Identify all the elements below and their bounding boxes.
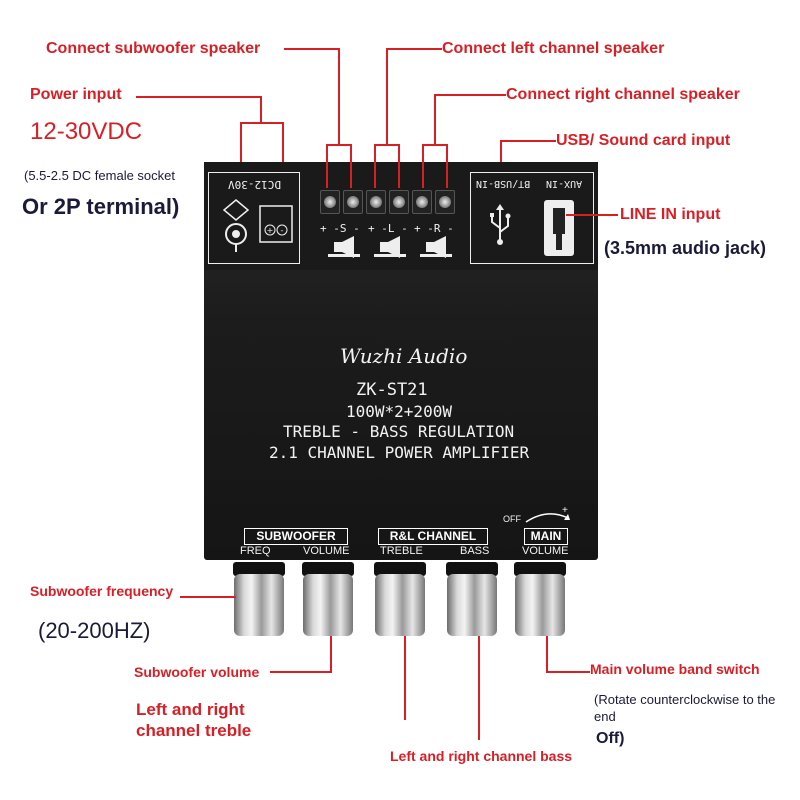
callout-audio-jack: (3.5mm audio jack)	[604, 238, 767, 258]
brand-name: Wuzhi Audio	[340, 344, 468, 368]
line-subfreq-h	[180, 596, 236, 598]
callout-lr-treble-2: channel treble	[136, 721, 252, 740]
knob-label-treble: TREBLE	[380, 545, 423, 557]
line-power-bracket	[240, 122, 284, 124]
right-terminal-label: + -R -	[414, 222, 454, 235]
usb-icon	[490, 204, 511, 245]
callout-line-in: LINE IN input	[620, 206, 721, 223]
connector-strip	[204, 162, 598, 270]
knob-freq[interactable]	[234, 574, 284, 636]
rotation-arrow-icon	[525, 513, 570, 523]
knob-label-bass: BASS	[460, 545, 490, 557]
line-right-bracket	[422, 144, 448, 146]
callout-socket-note: (5.5-2.5 DC female socket	[24, 168, 176, 183]
line-power-v	[260, 96, 262, 122]
off-mark: OFF	[503, 514, 521, 524]
knob-sub-volume-base	[302, 562, 354, 576]
knob-bass[interactable]	[447, 574, 497, 636]
line-linein-h	[566, 214, 618, 216]
line-usb-v	[500, 140, 502, 162]
callout-terminal-note: Or 2P terminal)	[22, 194, 180, 219]
power-label: DC12-30V	[228, 178, 281, 191]
line-left-h	[386, 48, 442, 50]
knob-label-freq: FREQ	[240, 545, 271, 557]
terminal-2p-icon: + -	[259, 205, 293, 243]
line-sub-bracket	[326, 144, 352, 146]
svg-text:+: +	[267, 226, 274, 235]
callout-power-input: Power input	[30, 86, 122, 103]
line-sub-leg2	[350, 144, 352, 188]
power-section-frame	[208, 172, 300, 264]
knob-treble[interactable]	[375, 574, 425, 636]
callout-main-volume: Main volume band switch	[590, 661, 760, 677]
line-left-leg1	[374, 144, 376, 188]
line-sub-h	[284, 48, 338, 50]
line-right-leg1	[422, 144, 424, 188]
svg-text:-: -	[281, 226, 284, 235]
callout-connect-right: Connect right channel speaker	[506, 86, 740, 103]
left-terminal-plus[interactable]	[366, 190, 386, 214]
aux-label: AUX-IN	[546, 178, 583, 189]
line-power-leg1	[240, 122, 242, 162]
model-number: ZK-ST21	[356, 380, 428, 400]
callout-sub-volume: Subwoofer volume	[134, 664, 260, 680]
knob-main-volume-base	[514, 562, 566, 576]
input-section-frame	[470, 172, 594, 264]
knob-label-sub-volume: VOLUME	[303, 545, 350, 557]
left-terminal-label: + -L -	[368, 222, 408, 235]
main-group-label: MAIN	[524, 528, 568, 545]
rl-channel-group-label: R&L CHANNEL	[378, 528, 488, 545]
line-main-h	[546, 671, 590, 673]
callout-lr-bass: Left and right channel bass	[390, 748, 573, 764]
callout-connect-left: Connect left channel speaker	[442, 40, 665, 57]
audio-jack-icon	[544, 200, 574, 256]
feature-text: TREBLE - BASS REGULATION	[283, 422, 515, 441]
line-subvol-v	[330, 636, 332, 672]
line-main-v	[546, 636, 548, 672]
subwoofer-group-label: SUBWOOFER	[244, 528, 348, 545]
line-subvol-h	[270, 671, 332, 673]
line-left-bracket	[374, 144, 400, 146]
knob-main-volume[interactable]	[515, 574, 565, 636]
knob-freq-base	[233, 562, 285, 576]
amplifier-type: 2.1 CHANNEL POWER AMPLIFIER	[269, 443, 530, 462]
line-power-h	[136, 96, 260, 98]
line-right-v	[434, 94, 436, 144]
line-bass-v	[478, 636, 480, 740]
line-power-leg2	[282, 122, 284, 162]
sub-terminal-plus[interactable]	[320, 190, 340, 214]
callout-off-note: Off)	[596, 730, 625, 747]
plus-mark: +	[562, 505, 568, 516]
knob-bass-base	[446, 562, 498, 576]
line-usb-h	[500, 140, 556, 142]
line-left-leg2	[398, 144, 400, 188]
line-treble-v	[404, 636, 406, 720]
dc-socket-icon	[222, 199, 250, 252]
callout-usb-input: USB/ Sound card input	[556, 132, 731, 149]
callout-sub-frequency: Subwoofer frequency	[30, 583, 174, 599]
right-terminal-minus[interactable]	[435, 190, 455, 214]
knob-treble-base	[374, 562, 426, 576]
knob-sub-volume[interactable]	[303, 574, 353, 636]
line-right-h	[434, 94, 506, 96]
bt-usb-label: BT/USB-IN	[476, 178, 531, 189]
callout-lr-treble-1: Left and right	[136, 700, 245, 719]
speaker-icons	[328, 236, 452, 258]
line-left-v	[386, 48, 388, 144]
line-sub-v	[338, 48, 340, 144]
callout-freq-range: (20-200HZ)	[38, 618, 151, 643]
callout-rotate-note-2: end	[594, 709, 616, 724]
line-sub-leg1	[326, 144, 328, 188]
power-spec: 100W*2+200W	[346, 402, 452, 421]
callout-rotate-note-1: (Rotate counterclockwise to the	[594, 692, 776, 707]
callout-connect-subwoofer: Connect subwoofer speaker	[46, 40, 261, 57]
sub-terminal-label: + -S -	[320, 222, 360, 235]
callout-voltage: 12-30VDC	[30, 118, 143, 145]
left-terminal-minus[interactable]	[389, 190, 409, 214]
right-terminal-plus[interactable]	[412, 190, 432, 214]
sub-terminal-minus[interactable]	[343, 190, 363, 214]
knob-label-main-volume: VOLUME	[522, 545, 569, 557]
line-right-leg2	[446, 144, 448, 188]
